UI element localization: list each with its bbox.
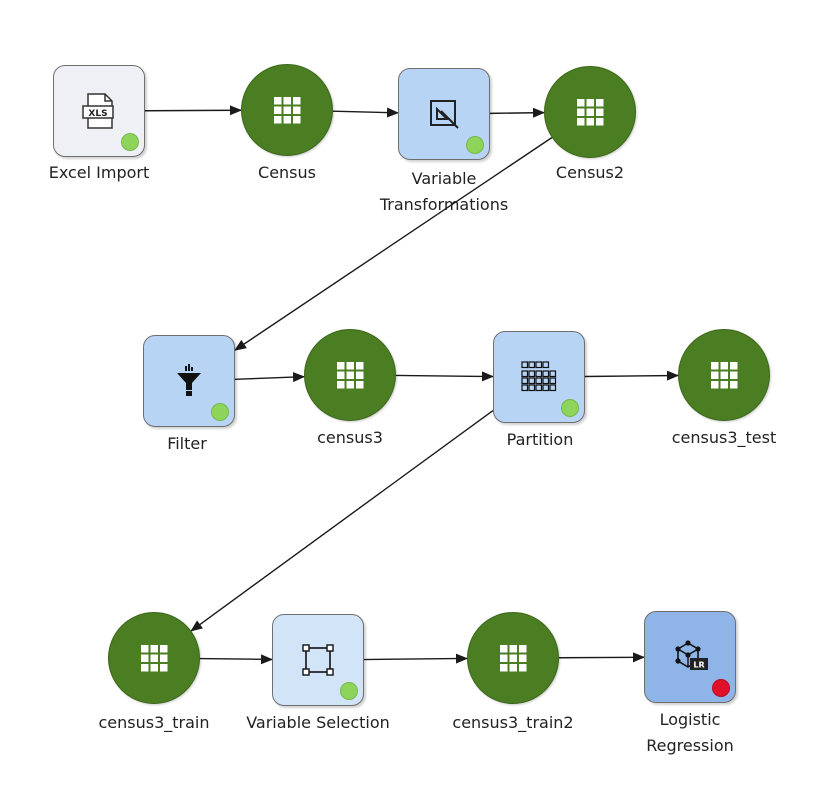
status-ok-icon <box>211 403 229 421</box>
node-label: Filter <box>167 434 207 453</box>
status-ok-icon <box>466 136 484 154</box>
edge-partition-to-census3-train <box>190 410 494 632</box>
grid-icon <box>274 97 301 124</box>
grid-icon <box>141 645 168 672</box>
edge-census3-to-partition <box>395 371 494 382</box>
node-logistic-regression[interactable]: LR <box>644 611 736 703</box>
transform-icon <box>430 100 459 129</box>
selection-square-icon <box>302 644 334 676</box>
edge-filter-to-census3 <box>234 372 306 383</box>
xls-icon-text: XLS <box>88 109 107 119</box>
grid-icon <box>500 645 527 672</box>
edge-excel-import-to-census <box>144 105 243 116</box>
grid-icon <box>711 362 738 389</box>
xls-file-icon: XLS <box>82 93 114 129</box>
funnel-icon <box>177 364 201 396</box>
node-census[interactable] <box>241 64 333 156</box>
node-variable-selection[interactable] <box>272 614 364 706</box>
edge-partition-to-census3-test <box>584 370 680 381</box>
node-label: Logistic <box>659 710 721 729</box>
node-label: census3_test <box>671 428 777 447</box>
grid-icon <box>337 362 364 389</box>
node-label: Transformations <box>379 195 509 214</box>
node-filter[interactable] <box>143 335 235 427</box>
status-ok-icon <box>340 682 358 700</box>
node-label: census3_train <box>98 713 210 732</box>
edge-census-to-variable-transformations <box>332 107 399 118</box>
node-census3[interactable] <box>304 329 396 421</box>
node-label: Census <box>258 163 316 182</box>
status-error-icon <box>712 679 730 697</box>
edge-variable-transformations-to-census2 <box>489 107 546 118</box>
node-census3-train[interactable] <box>108 612 200 704</box>
node-census2[interactable] <box>544 66 636 158</box>
node-partition[interactable] <box>493 331 585 423</box>
node-label: Partition <box>506 430 574 449</box>
node-excel-import[interactable]: XLS <box>53 65 145 157</box>
node-label: census3 <box>317 428 383 447</box>
edge-census3-train-to-variable-selection <box>199 654 273 665</box>
edge-census2-to-filter <box>234 137 553 351</box>
node-label: Census2 <box>555 163 625 182</box>
node-census3-train2[interactable] <box>467 612 559 704</box>
node-label: Variable Selection <box>246 713 390 732</box>
status-ok-icon <box>561 399 579 417</box>
model-icon-text: LR <box>693 661 704 670</box>
node-label: Excel Import <box>48 163 150 182</box>
node-census3-test[interactable] <box>678 329 770 421</box>
node-label: Regression <box>646 736 734 755</box>
node-label: Variable <box>411 169 477 188</box>
node-label: census3_train2 <box>452 713 574 732</box>
grid-icon <box>577 99 604 126</box>
node-variable-transformations[interactable] <box>398 68 490 160</box>
status-ok-icon <box>121 133 139 151</box>
edge-variable-selection-to-census3-train2 <box>363 653 469 664</box>
partition-grid-icon <box>521 361 557 392</box>
model-cube-icon: LR <box>675 640 708 670</box>
